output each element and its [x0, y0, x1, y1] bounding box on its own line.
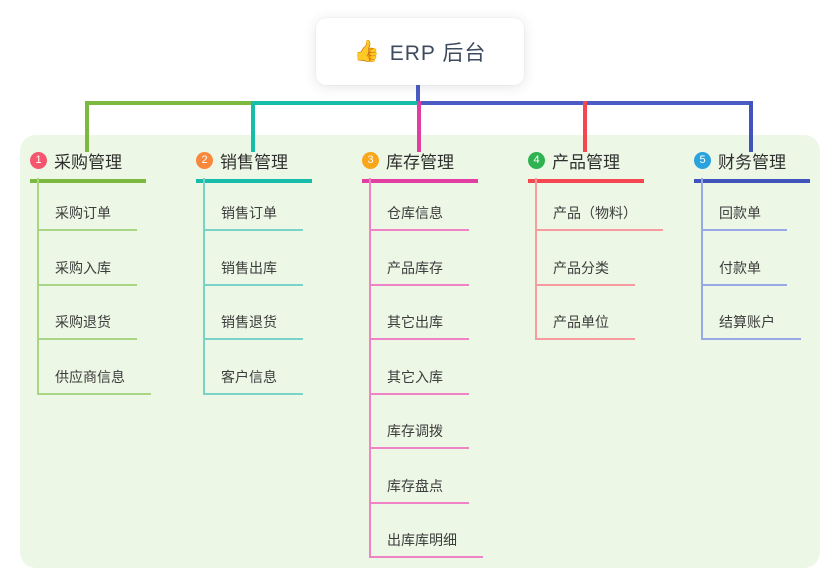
branch-2: 2 销售管理销售订单销售出库销售退货客户信息 — [196, 148, 362, 395]
branch-header-2[interactable]: 2 销售管理 — [196, 148, 312, 183]
branch-children-line — [701, 178, 703, 340]
child-node[interactable]: 销售订单 — [203, 203, 303, 231]
bus-segment-2 — [251, 101, 417, 105]
branch-1: 1 采购管理采购订单采购入库采购退货供应商信息 — [30, 148, 196, 395]
branch-children-line — [203, 178, 205, 395]
child-node[interactable]: 采购退货 — [37, 312, 137, 340]
branch-children-line — [535, 178, 537, 340]
branch-number-badge: 1 — [30, 152, 47, 169]
child-node[interactable]: 仓库信息 — [369, 203, 469, 231]
branch-number-badge: 2 — [196, 152, 213, 169]
child-node[interactable]: 库存盘点 — [369, 476, 469, 504]
branch-drop-line-4 — [583, 101, 587, 152]
branch-label: 库存管理 — [386, 153, 454, 172]
branch-header-5[interactable]: 5 财务管理 — [694, 148, 810, 183]
child-node[interactable]: 其它出库 — [369, 312, 469, 340]
child-node[interactable]: 库存调拨 — [369, 421, 469, 449]
branch-label: 产品管理 — [552, 153, 620, 172]
child-node[interactable]: 产品单位 — [535, 312, 635, 340]
branch-header-4[interactable]: 4 产品管理 — [528, 148, 644, 183]
branch-number-badge: 4 — [528, 152, 545, 169]
branch-number-badge: 5 — [694, 152, 711, 169]
child-node[interactable]: 产品库存 — [369, 258, 469, 286]
thumbs-up-icon: 👍 — [353, 39, 380, 63]
branch-5: 5 财务管理回款单付款单结算账户 — [694, 148, 839, 340]
branch-label: 财务管理 — [718, 153, 786, 172]
branch-label: 采购管理 — [54, 153, 122, 172]
branches-background-panel — [20, 135, 820, 568]
root-node-label: ERP 后台 — [389, 41, 487, 65]
child-node[interactable]: 销售出库 — [203, 258, 303, 286]
child-node[interactable]: 供应商信息 — [37, 367, 151, 395]
root-node[interactable]: 👍 ERP 后台 — [316, 18, 524, 85]
child-node[interactable]: 结算账户 — [701, 312, 801, 340]
child-node[interactable]: 销售退货 — [203, 312, 303, 340]
branch-header-3[interactable]: 3 库存管理 — [362, 148, 478, 183]
child-node[interactable]: 产品分类 — [535, 258, 635, 286]
root-stem-line — [416, 84, 420, 105]
child-node[interactable]: 出库库明细 — [369, 530, 483, 558]
branch-4: 4 产品管理产品（物料） 产品分类产品单位 — [528, 148, 694, 340]
child-node[interactable]: 客户信息 — [203, 367, 303, 395]
branch-drop-line-2 — [251, 101, 255, 152]
branch-label: 销售管理 — [220, 153, 288, 172]
branch-drop-line-3 — [417, 101, 421, 152]
branch-children-line — [37, 178, 39, 395]
branch-children-line — [369, 178, 371, 558]
child-node[interactable]: 其它入库 — [369, 367, 469, 395]
child-node[interactable]: 付款单 — [701, 258, 787, 286]
child-node[interactable]: 产品（物料） — [535, 203, 663, 231]
child-node[interactable]: 回款单 — [701, 203, 787, 231]
branch-header-1[interactable]: 1 采购管理 — [30, 148, 146, 183]
child-node[interactable]: 采购入库 — [37, 258, 137, 286]
child-node[interactable]: 采购订单 — [37, 203, 137, 231]
bus-segment-1 — [85, 101, 251, 105]
branch-drop-line-1 — [85, 101, 89, 152]
branch-drop-line-5 — [749, 101, 753, 152]
branch-3: 3 库存管理仓库信息产品库存其它出库其它入库库存调拨库存盘点出库库明细 — [362, 148, 528, 558]
branch-number-badge: 3 — [362, 152, 379, 169]
